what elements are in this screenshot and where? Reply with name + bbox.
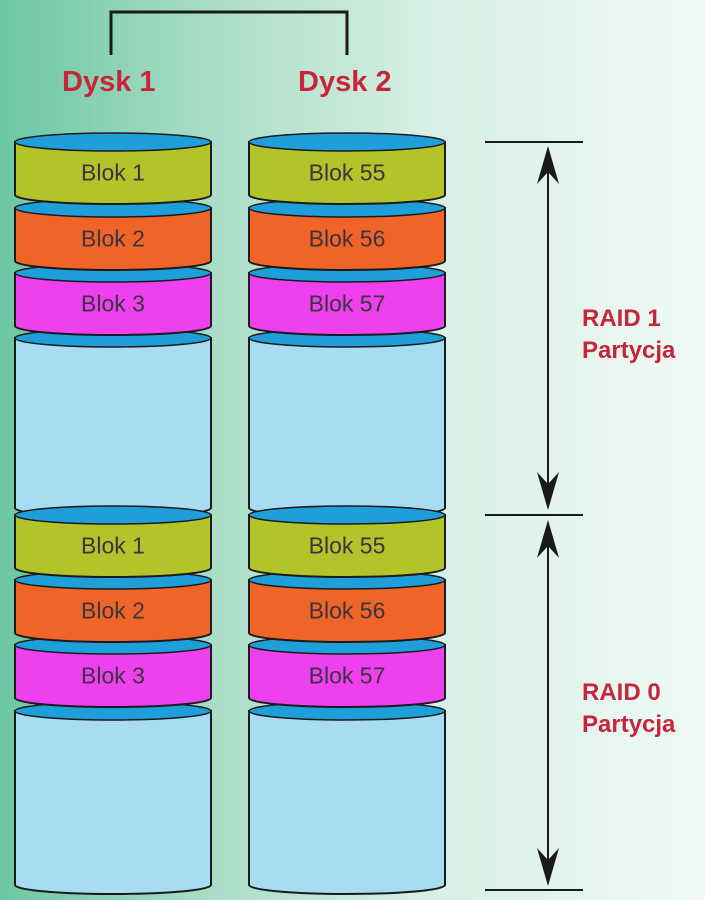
raid1-disk1-block-1 <box>14 132 212 205</box>
raid0-disk1-free-space <box>14 701 212 895</box>
raid0-disk2-block-1 <box>248 505 446 578</box>
raid0-partition-label: RAID 0 Partycja <box>582 677 675 741</box>
raid1-down-arrow <box>537 472 559 510</box>
raid1-label-line1: RAID 1 <box>582 305 661 332</box>
raid1-disk2-block-3-label: Blok 57 <box>309 291 386 317</box>
raid1-disk2-block-1-label: Blok 55 <box>309 160 386 186</box>
raid1-disk1-block-2-label: Blok 2 <box>81 226 145 252</box>
raid0-disk1-block-1-label: Blok 1 <box>81 533 145 559</box>
disk-connector-bracket <box>109 10 349 55</box>
raid1-disk1-block-3-label: Blok 3 <box>81 291 145 317</box>
raid1-disk1-free-space <box>14 328 212 518</box>
raid0-label-line1: RAID 0 <box>582 679 661 706</box>
raid0-disk1-block-2-label: Blok 2 <box>81 598 145 624</box>
raid0-disk2-block-2-label: Blok 56 <box>309 598 386 624</box>
raid0-disk2-free-space <box>248 701 446 895</box>
raid1-disk2-block-1 <box>248 132 446 205</box>
raid0-disk1-block-1 <box>14 505 212 578</box>
raid1-partition-label: RAID 1 Partycja <box>582 303 675 367</box>
raid1-up-arrow <box>537 146 559 184</box>
raid0-disk2-block-3-label: Blok 57 <box>309 663 386 689</box>
raid1-disk1-block-1-label: Blok 1 <box>81 160 145 186</box>
raid0-up-arrow <box>537 520 559 558</box>
raid1-disk2-free-space <box>248 328 446 518</box>
raid0-down-arrow <box>537 848 559 886</box>
raid0-label-line2: Partycja <box>582 711 676 738</box>
disk-2-label: Dysk 2 <box>298 66 392 98</box>
raid1-disk2-block-2-label: Blok 56 <box>309 226 386 252</box>
raid0-disk2-block-1-label: Blok 55 <box>309 533 386 559</box>
raid0-disk1-block-3-label: Blok 3 <box>81 663 145 689</box>
disk-1-label: Dysk 1 <box>62 66 156 98</box>
raid1-label-line2: Partycja <box>582 337 676 364</box>
